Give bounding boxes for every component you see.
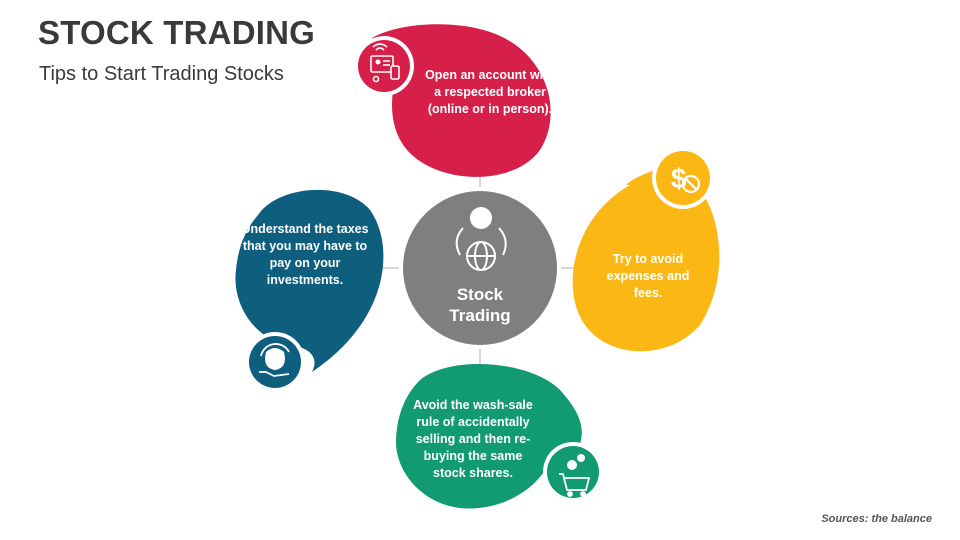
tip-icon-circle-right [656,151,710,205]
center-label-line1: Stock [456,285,504,304]
no-fees-icon: $ [671,163,701,194]
dollar-globe-icon [455,207,507,271]
center-node [399,187,561,349]
tip-bubble-bottom-shape [395,363,582,509]
tip-text-right: Try to avoid expenses and fees. [606,252,690,300]
center-label-line2: Trading [449,306,511,325]
page-subtitle: Tips to Start Trading Stocks [39,63,284,85]
shopping-cart-dollar-icon [559,454,591,497]
center-label: Stock Trading [430,284,530,326]
online-broker-icon [370,43,400,83]
money-bag-hand-icon [259,343,290,377]
tip-bubble-right: $ [572,147,720,352]
tip-bubble-top-shape [371,24,551,177]
tip-icon-circle-bottom [547,446,599,498]
tip-bubble-top [354,24,551,177]
page-title: STOCK TRADING [38,14,315,51]
tip-text-left: Understand the taxes that you may have t… [241,222,369,287]
tip-bubble-bottom [395,363,603,509]
tip-bubble-left-shape [235,189,384,372]
tip-text-top: Open an account with a respected broker … [425,68,555,116]
tip-bubble-left [235,189,384,392]
tip-bubble-right-shape [572,165,720,352]
tip-icon-circle-top [358,40,410,92]
source-note: Sources: the balance [821,513,932,525]
center-circle [403,191,557,345]
tip-text-bottom: Avoid the wash-sale rule of accidentally… [413,398,533,480]
